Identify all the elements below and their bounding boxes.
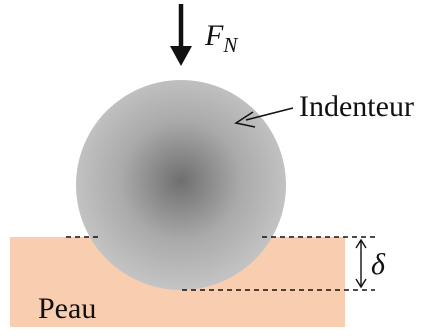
skin-label: Peau: [38, 292, 96, 325]
depth-arrow-head-bottom: [355, 278, 367, 289]
indenter-sphere: [76, 80, 286, 290]
indenter-label: Indenteur: [299, 90, 414, 123]
depth-label: δ: [371, 248, 386, 281]
force-arrow-head: [170, 46, 192, 66]
indenter-pointer-line: [245, 107, 294, 121]
depth-arrow-head-top: [355, 238, 367, 249]
force-label: FN: [204, 19, 238, 57]
skin-block: [10, 237, 345, 327]
force-subscript: N: [222, 33, 238, 57]
force-symbol: F: [204, 19, 224, 52]
indenter-pointer-head: [234, 111, 256, 128]
